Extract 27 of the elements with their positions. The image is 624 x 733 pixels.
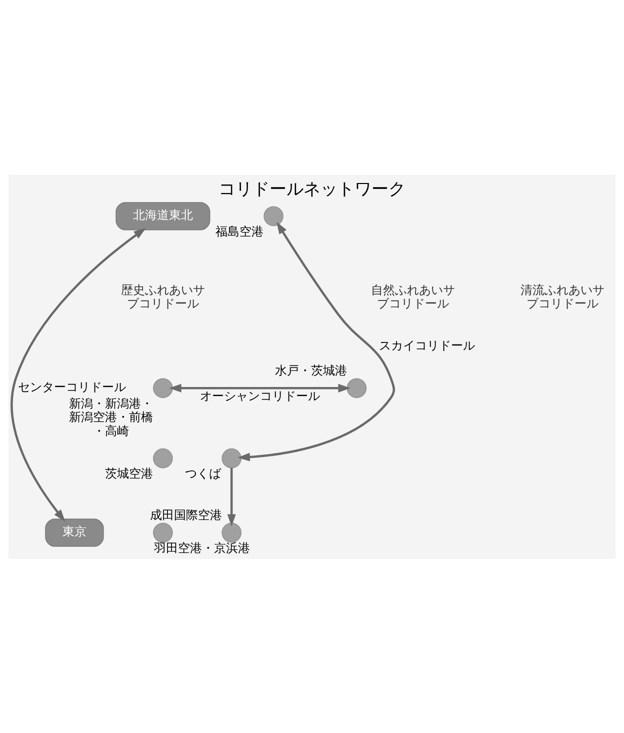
node-circle — [153, 522, 173, 542]
arrow — [169, 383, 350, 392]
edge-label: センターコリドール — [18, 380, 126, 394]
node-box: 東京 — [45, 518, 104, 546]
node-circle — [222, 522, 242, 542]
edge-label: スカイコリドール — [378, 338, 475, 352]
diagram-title: コリドールネットワーク — [218, 178, 406, 198]
node-circle — [153, 448, 173, 468]
node-label: つくば — [184, 466, 221, 480]
label: 歴史ふれあいサブコリドール — [120, 282, 205, 310]
node-label: 新潟・新潟港・新潟空港・前橋・高崎 — [69, 396, 154, 438]
edge-label: オーシャンコリドール — [200, 388, 320, 403]
node-label: 成田国際空港 — [150, 508, 222, 522]
node-box: 北海道東北 — [116, 202, 210, 230]
arrow — [10, 227, 146, 522]
arrow — [227, 467, 236, 526]
node-circle — [222, 448, 242, 468]
label: 自然ふれあいサブコリドール — [371, 282, 456, 310]
node-circle — [346, 378, 367, 398]
node-circle — [153, 378, 173, 398]
node-circle — [264, 206, 284, 226]
node-label: 福島空港 — [216, 224, 264, 238]
arrow — [238, 221, 395, 461]
node-label: 羽田空港・京浜港 — [154, 540, 250, 554]
node-label: 水戸・茨城港 — [274, 363, 347, 378]
node-label: 茨城空港 — [105, 466, 153, 480]
label: 清流ふれあいサブコリドール — [520, 282, 605, 310]
